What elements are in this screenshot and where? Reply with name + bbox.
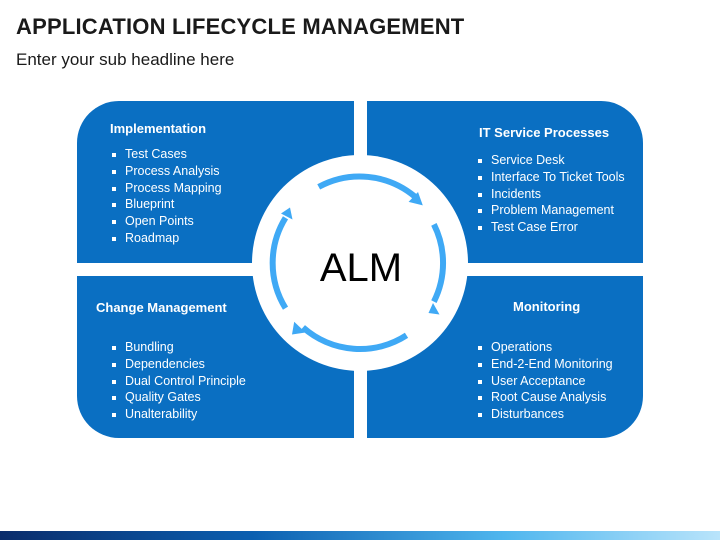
page-title: APPLICATION LIFECYCLE MANAGEMENT: [16, 14, 465, 39]
list-item: Roadmap: [110, 230, 222, 247]
list-item: Interface To Ticket Tools: [476, 169, 625, 186]
list-item: Blueprint: [110, 196, 222, 213]
arrowhead-icon: [292, 321, 306, 335]
list-item: Quality Gates: [110, 389, 246, 406]
list-item: Disturbances: [476, 406, 613, 423]
list-item: Test Case Error: [476, 219, 625, 236]
list-item: User Acceptance: [476, 373, 613, 390]
quadrant-title: Change Management: [96, 300, 227, 315]
cycle-arrow-right: [431, 223, 446, 303]
list-item: Dependencies: [110, 356, 246, 373]
quadrant-title: Implementation: [110, 121, 207, 136]
arrowhead-icon: [428, 303, 440, 315]
quadrant-list: Operations End-2-End Monitoring User Acc…: [476, 339, 613, 423]
list-item: Process Mapping: [110, 180, 222, 197]
list-item: Open Points: [110, 213, 222, 230]
list-item: Service Desk: [476, 152, 625, 169]
quadrant-title: Monitoring: [513, 299, 581, 314]
arrowhead-icon: [408, 192, 423, 206]
page-subtitle: Enter your sub headline here: [16, 50, 235, 69]
list-item: Bundling: [110, 339, 246, 356]
quadrant-title: IT Service Processes: [479, 125, 610, 140]
list-item: Operations: [476, 339, 613, 356]
list-item: Dual Control Principle: [110, 373, 246, 390]
quadrant-list: Bundling Dependencies Dual Control Princ…: [110, 339, 246, 423]
footer-gradient-bar: [0, 531, 720, 540]
list-item: Test Cases: [110, 146, 222, 163]
list-item: Unalterability: [110, 406, 246, 423]
list-item: Incidents: [476, 186, 625, 203]
alm-center-label: ALM: [306, 235, 416, 301]
list-item: Process Analysis: [110, 163, 222, 180]
cycle-arrow-left: [269, 216, 289, 310]
list-item: End-2-End Monitoring: [476, 356, 613, 373]
list-item: Root Cause Analysis: [476, 389, 613, 406]
cycle-arrow-bottom: [301, 325, 409, 352]
quadrant-list: Test Cases Process Analysis Process Mapp…: [110, 146, 222, 247]
list-item: Problem Management: [476, 202, 625, 219]
quadrant-list: Service Desk Interface To Ticket Tools I…: [476, 152, 625, 236]
cycle-arrow-top: [317, 173, 417, 199]
arrowhead-icon: [281, 207, 293, 220]
